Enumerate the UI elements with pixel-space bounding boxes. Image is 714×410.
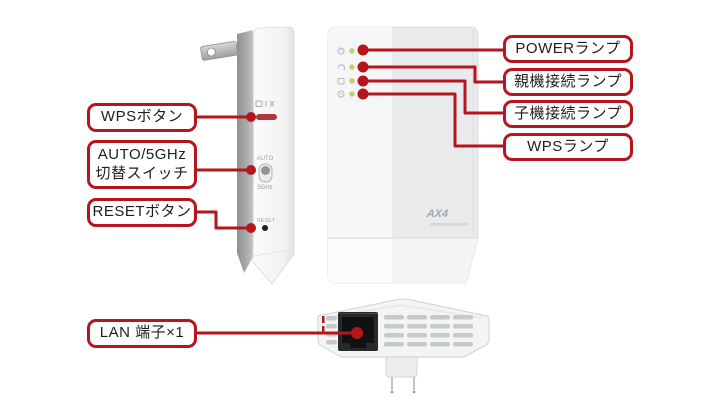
- device-back-edge: [237, 30, 253, 273]
- device-bottom-view: [317, 298, 490, 394]
- label-child-lamp: 子機接続ランプ: [503, 100, 633, 128]
- lan-print-mark: [322, 316, 325, 332]
- callout-line-parent-lamp: [363, 65, 504, 84]
- label-wps-lamp-text: WPSランプ: [527, 137, 609, 155]
- plug-prong: [200, 40, 239, 61]
- led-indicators: [337, 47, 355, 98]
- callout-dot-power-lamp: [357, 44, 369, 56]
- label-wps-button: WPSボタン: [87, 103, 197, 132]
- reset-print-label: RESET: [257, 218, 276, 224]
- label-reset-button-text: RESETボタン: [92, 203, 192, 221]
- child-led-icon: [337, 78, 345, 85]
- label-reset-button: RESETボタン: [87, 198, 197, 227]
- label-wps-lamp: WPSランプ: [503, 133, 633, 161]
- plug-prongs: [391, 377, 415, 390]
- label-lan-port: LAN 端子×1: [87, 319, 197, 348]
- device-side-body: [252, 26, 295, 285]
- prong-tip: [412, 390, 416, 394]
- prong-hole: [206, 47, 216, 57]
- callout-dot-wps-button: [246, 112, 256, 122]
- label-power-lamp-text: POWERランプ: [515, 39, 621, 57]
- callout-dot-child-lamp: [357, 75, 369, 87]
- 5ghz-print-label: 5GHz: [257, 185, 272, 191]
- front-highlight-panel: [328, 27, 393, 283]
- label-auto-switch-line2: 切替スイッチ: [95, 164, 189, 182]
- label-wps-button-text: WPSボタン: [100, 108, 184, 126]
- logo-subtext: [430, 223, 468, 226]
- vent-slats: [326, 315, 473, 347]
- callout-dot-parent-lamp: [357, 61, 369, 73]
- callout-line-child-lamp: [363, 79, 504, 115]
- device-side-view: AUTO 5GHz RESET: [200, 26, 295, 285]
- parent-led: [349, 64, 355, 70]
- label-power-lamp: POWERランプ: [503, 35, 633, 63]
- label-parent-lamp-text: 親機接続ランプ: [513, 72, 623, 90]
- label-child-lamp-text: 子機接続ランプ: [513, 104, 623, 122]
- callout-line-reset-button: [197, 210, 252, 230]
- callout-line-wps-lamp: [363, 92, 504, 148]
- front-bottom-cap: [328, 238, 478, 283]
- label-parent-lamp: 親機接続ランプ: [503, 68, 633, 96]
- child-led: [349, 78, 355, 84]
- body-seam: [252, 249, 292, 257]
- callout-dot-wps-lamp: [357, 88, 369, 100]
- callout-dot-reset-button: [246, 223, 256, 233]
- reset-button: [262, 225, 268, 231]
- prong-tip: [390, 390, 394, 394]
- label-lan-port-text: LAN 端子×1: [99, 324, 185, 342]
- ax4-logo: AX4: [425, 208, 449, 220]
- label-auto-switch-line1: AUTO/5GHz: [97, 145, 187, 163]
- power-led: [349, 48, 355, 54]
- wps-led-icon-dot: [340, 93, 342, 95]
- wps-led-icon: [337, 90, 345, 98]
- parent-led-icon: [337, 64, 345, 71]
- wps-led: [349, 91, 355, 97]
- auto-print-label: AUTO: [257, 156, 274, 162]
- callout-dot-auto-switch: [246, 165, 256, 175]
- label-auto-5ghz-switch: AUTO/5GHz 切替スイッチ: [87, 140, 197, 189]
- wps-button: [256, 114, 277, 120]
- wps-print-icon: [255, 100, 275, 107]
- switch-knob: [261, 166, 270, 175]
- callout-dot-lan: [351, 327, 363, 339]
